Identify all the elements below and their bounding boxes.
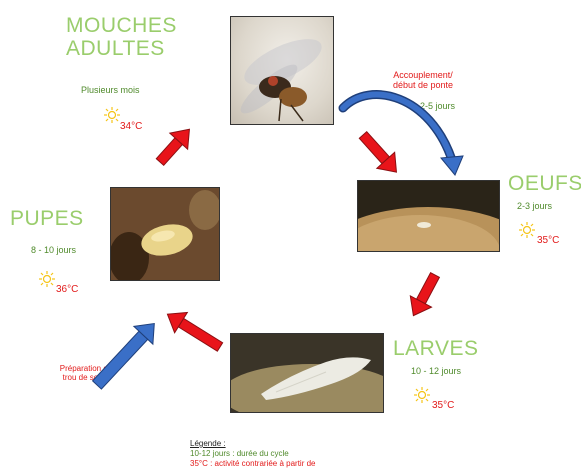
red-arrow-larvae-to-pupae bbox=[161, 304, 226, 357]
red-arrow-pupae-to-adults bbox=[151, 121, 198, 170]
sun-icon bbox=[414, 387, 430, 403]
legend-title: Légende : bbox=[190, 439, 315, 449]
legend-line-duration: 10-12 jours : durée du cycle bbox=[190, 449, 315, 459]
legend-line-temperature: 35°C : activité contrariée à partir de bbox=[190, 459, 315, 469]
sun-icon bbox=[519, 222, 535, 238]
blue-arrow-exit-hole bbox=[87, 315, 163, 394]
sun-icon bbox=[39, 271, 55, 287]
legend: Légende : 10-12 jours : durée du cycle 3… bbox=[190, 439, 315, 469]
red-arrow-adults-to-eggs bbox=[354, 127, 405, 180]
red-arrow-eggs-to-larvae bbox=[403, 269, 446, 321]
blue-curved-arrow bbox=[343, 95, 463, 175]
sun-icon bbox=[104, 107, 120, 123]
